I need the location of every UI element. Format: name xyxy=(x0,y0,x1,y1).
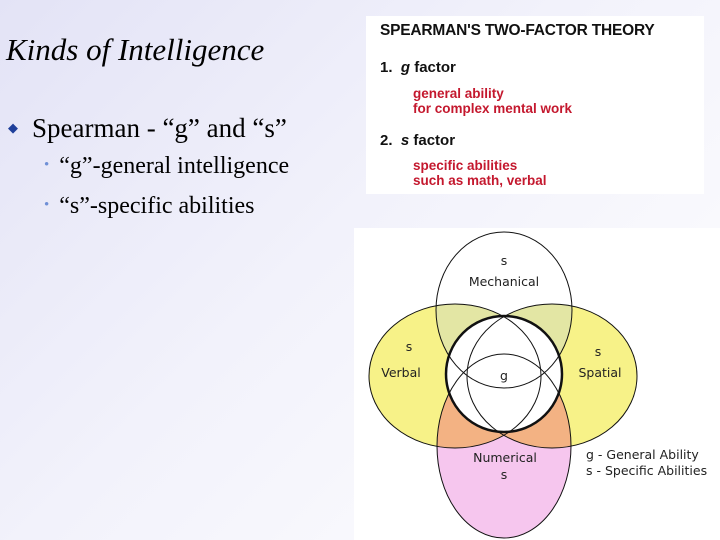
general-g-label: g xyxy=(500,368,508,383)
diamond-bullet-icon: ◆ xyxy=(8,120,18,135)
verbal-s-label: s xyxy=(406,339,413,354)
numerical-s-label: s xyxy=(501,467,508,482)
mechanical-label: Mechanical xyxy=(469,274,539,289)
sub-bullet-g-text: “g”-general intelligence xyxy=(59,153,290,179)
spatial-s-label: s xyxy=(595,344,602,359)
sub-bullet-s: • “s”-specific abilities xyxy=(44,193,255,220)
factor-s-description: specific abilities such as math, verbal xyxy=(413,158,547,188)
slide-title: Kinds of Intelligence xyxy=(6,32,265,67)
legend-general: g - General Ability xyxy=(586,447,699,462)
legend-specific: s - Specific Abilities xyxy=(586,463,707,478)
factor-g-number: 1. xyxy=(380,59,393,76)
two-factor-theory-image: SPEARMAN'S TWO-FACTOR THEORY 1. g factor… xyxy=(366,16,704,194)
main-bullet: ◆ Spearman - “g” and “s” xyxy=(8,113,287,144)
factor-g-description: general ability for complex mental work xyxy=(413,86,572,116)
factor-s-label: factor xyxy=(413,132,456,149)
main-bullet-text: Spearman - “g” and “s” xyxy=(32,113,287,143)
theory-title: SPEARMAN'S TWO-FACTOR THEORY xyxy=(380,22,655,39)
factor-g-desc-line: for complex mental work xyxy=(413,101,573,116)
factor-g-label: factor xyxy=(414,59,456,76)
factor-s-desc-line: specific abilities xyxy=(413,158,518,173)
factor-s-desc-line: such as math, verbal xyxy=(413,173,547,188)
sub-bullet-g: • “g”-general intelligence xyxy=(44,153,289,180)
factor-g-heading: 1. g factor xyxy=(380,59,456,76)
numerical-label: Numerical xyxy=(473,450,537,465)
spatial-label: Spatial xyxy=(578,365,621,380)
factor-g-desc-line: general ability xyxy=(413,86,504,101)
sub-bullet-s-text: “s”-specific abilities xyxy=(59,193,255,219)
factor-s-letter: s xyxy=(400,132,410,149)
dot-bullet-icon: • xyxy=(44,197,50,213)
venn-diagram: s Mechanical s Verbal s Spatial g Numeri… xyxy=(368,231,707,539)
factor-s-number: 2. xyxy=(380,132,393,149)
factor-g-letter: g xyxy=(400,59,411,76)
dot-bullet-icon: • xyxy=(44,157,50,173)
venn-diagram-image: s Mechanical s Verbal s Spatial g Numeri… xyxy=(354,228,720,540)
factor-s-heading: 2. s factor xyxy=(380,132,455,149)
mechanical-s-label: s xyxy=(501,253,508,268)
verbal-label: Verbal xyxy=(381,365,420,380)
